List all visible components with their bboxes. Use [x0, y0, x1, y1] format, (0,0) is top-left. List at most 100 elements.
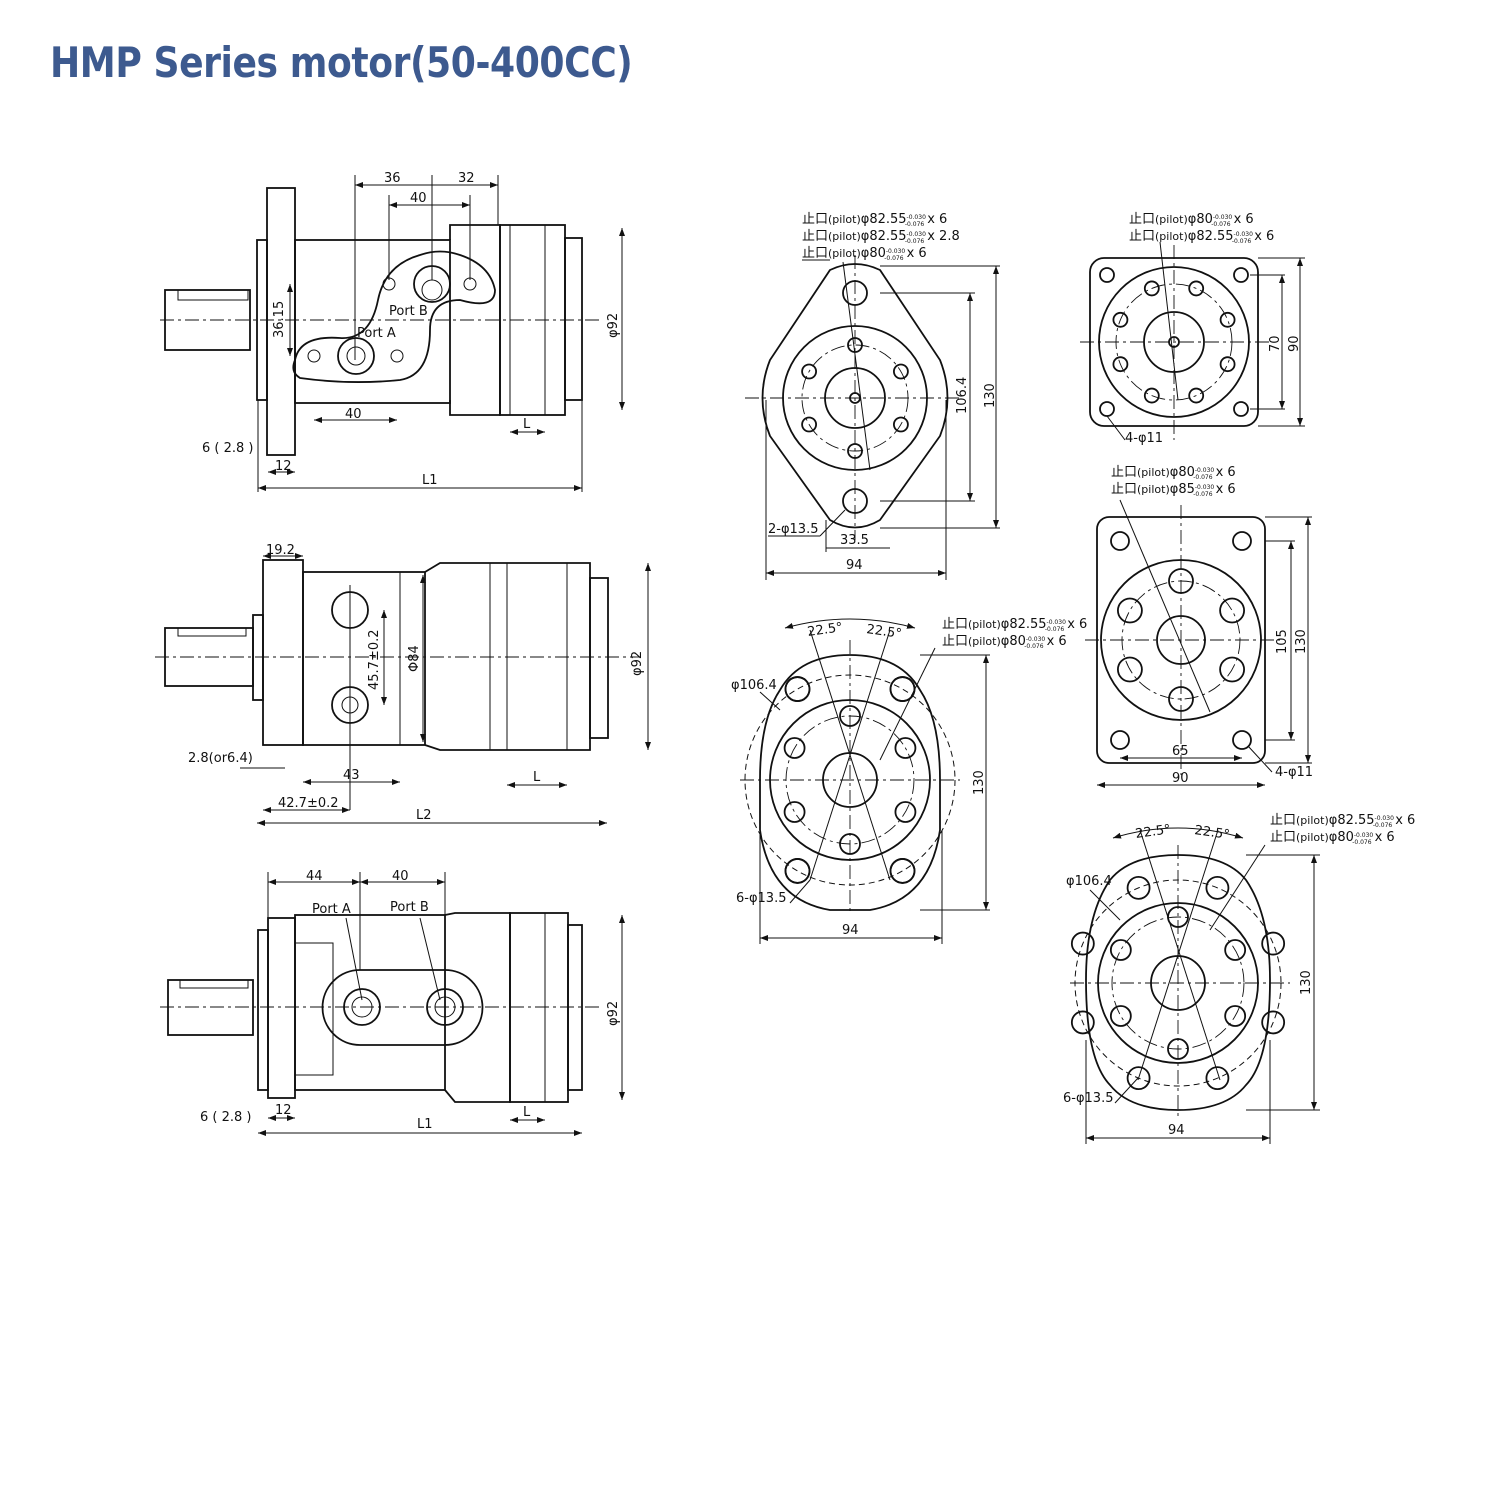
front-view-5: 22.5° 22.5° φ106.4 130 6-φ13.5 94 止口(pil…	[1063, 813, 1415, 1144]
bolt-hole	[801, 363, 818, 380]
dim-phi106-4: φ106.4	[1066, 874, 1112, 889]
note-part: 止口	[1129, 229, 1155, 244]
note-part: (pilot)	[1137, 483, 1170, 496]
note-part: φ82.55	[1001, 617, 1047, 632]
port-a-label: Port A	[312, 902, 351, 917]
note-part: x 6	[1254, 229, 1274, 244]
dim-12: 12	[275, 1103, 292, 1118]
dim-12: 12	[275, 459, 292, 474]
bolt-hole	[1112, 356, 1129, 373]
note-part: x 6	[907, 246, 927, 261]
dim-130: 130	[1299, 970, 1314, 995]
bolt-hole	[1126, 1066, 1151, 1091]
angle-2: 22.5°	[865, 622, 902, 642]
dim-L: L	[523, 417, 531, 432]
port-b-label: Port B	[389, 304, 428, 319]
bolt-hole	[1205, 1066, 1230, 1091]
angle-1: 22.5°	[1134, 822, 1171, 842]
dim-45-7: 45.7±0.2	[367, 629, 382, 690]
note-part: -0.030	[1213, 214, 1233, 221]
note-part: -0.030	[1234, 231, 1254, 238]
side-view-2: 19.2 45.7±0.2 Φ84 φ92 2.8(or6.4) 43 L 42…	[155, 543, 651, 826]
note-part: 止口	[1270, 830, 1296, 845]
dim-phi92: φ92	[606, 313, 621, 338]
dim-phi92: φ92	[606, 1001, 621, 1026]
angle-2: 22.5°	[1193, 823, 1230, 843]
bolt-hole	[892, 416, 909, 433]
front-view-1: 106.4 130 2-φ13.5 33.5 94 止口(pilot)φ82.5…	[745, 212, 1000, 580]
bolt-hole	[1224, 1005, 1247, 1027]
dim-90: 90	[1172, 771, 1189, 786]
note-part: 止口	[802, 212, 828, 227]
note-part: 止口	[802, 246, 828, 261]
dim-L1: L1	[422, 473, 438, 488]
dim-94: 94	[1168, 1123, 1185, 1138]
note-part: 止口	[1111, 465, 1137, 480]
bolt-hole	[1261, 931, 1286, 956]
bolt-hole	[1070, 1010, 1095, 1035]
bolt-hole	[1117, 656, 1143, 683]
bolt-hole	[784, 858, 811, 884]
note-part: φ82.55	[861, 229, 907, 244]
dim-6: 6 ( 2.8 )	[202, 441, 254, 456]
bolt-hole	[1070, 931, 1095, 956]
bolt-hole	[1219, 597, 1245, 624]
note-part: (pilot)	[1296, 814, 1329, 827]
note-part: x 6	[1047, 634, 1067, 649]
bolt-hole	[1109, 1005, 1132, 1027]
holes-label: 2-φ13.5	[768, 522, 818, 537]
front-view-4: 105 130 65 90 4-φ11 止口(pilot)φ80-0.030-0…	[1085, 465, 1313, 788]
note-part: φ80	[861, 246, 886, 261]
bolt-hole	[1188, 387, 1205, 404]
dim-70: 70	[1268, 335, 1283, 352]
bolt-hole	[784, 676, 811, 702]
dim-phi84: Φ84	[407, 645, 422, 672]
dim-42-7: 42.7±0.2	[278, 796, 339, 811]
note-part: -0.030	[1047, 619, 1067, 626]
dim-phi106-4: φ106.4	[731, 678, 777, 693]
note-part: φ80	[1001, 634, 1026, 649]
dim-L1: L1	[417, 1117, 433, 1132]
bolt-hole	[1117, 597, 1143, 624]
bolt-hole	[783, 737, 806, 759]
note-part: -0.076	[1045, 626, 1065, 633]
note-part: φ80	[1188, 212, 1213, 227]
bolt-hole	[1143, 280, 1160, 297]
dim-33-5: 33.5	[840, 533, 869, 548]
note-part: φ85	[1170, 482, 1195, 497]
note-part: φ82.55	[1329, 813, 1375, 828]
bolt-hole	[1219, 356, 1236, 373]
bolt-hole	[1109, 939, 1132, 961]
note-part: (pilot)	[828, 230, 861, 243]
note-part: φ80	[1329, 830, 1354, 845]
note-part: -0.076	[1373, 822, 1393, 829]
bolt-hole	[1143, 387, 1160, 404]
note-part: (pilot)	[1137, 466, 1170, 479]
dim-106-4: 106.4	[955, 377, 970, 414]
note-part: (pilot)	[968, 618, 1001, 631]
dim-43: 43	[343, 768, 360, 783]
bolt-hole	[1224, 939, 1247, 961]
note-part: 止口	[942, 634, 968, 649]
bolt-hole	[1219, 311, 1236, 328]
dim-44: 44	[306, 869, 323, 884]
dim-40-top: 40	[410, 191, 427, 206]
dim-105: 105	[1275, 629, 1290, 654]
note-part: -0.076	[905, 221, 925, 228]
note-part: x 2.8	[927, 229, 960, 244]
note-part: 止口	[942, 617, 968, 632]
note-part: -0.030	[1375, 815, 1395, 822]
dim-L: L	[523, 1105, 531, 1120]
bolt-hole	[894, 737, 917, 759]
